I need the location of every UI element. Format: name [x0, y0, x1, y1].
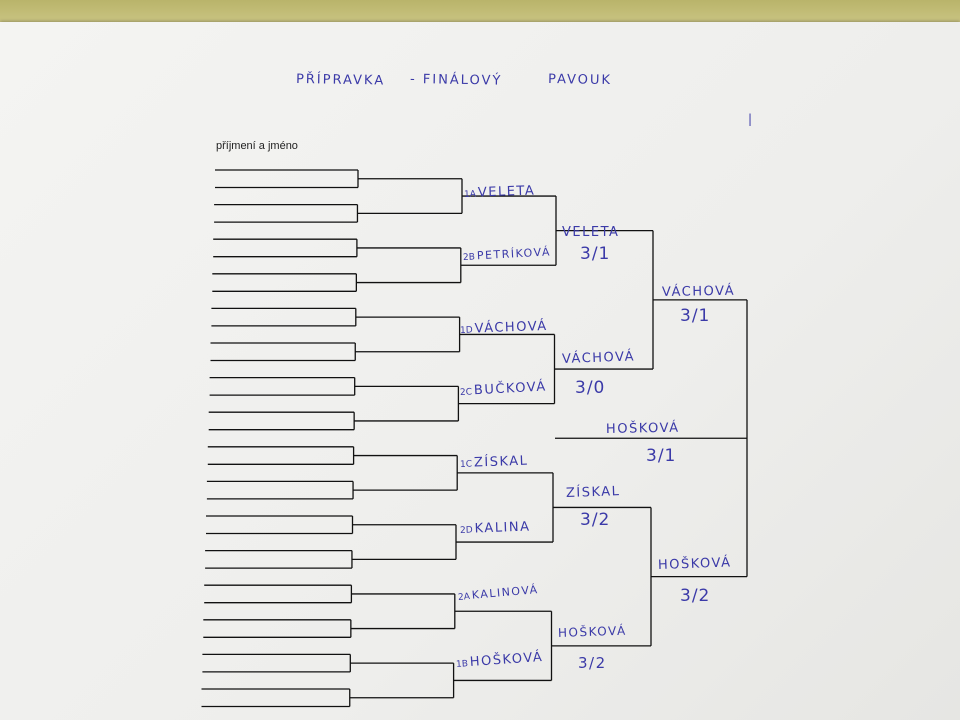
r1-seed-1: 1A [463, 189, 477, 200]
r1-seed-2: 2B [462, 252, 476, 263]
title-part-2: - FINÁLOVÝ [409, 72, 503, 89]
r1-seed-4: 2C [459, 387, 473, 398]
r2-score-1: 3/1 [580, 244, 611, 264]
r3-name-1: VÁCHOVÁ [661, 283, 736, 300]
r1-seed-7: 2A [457, 591, 471, 603]
r3-name-2: HOŠKOVÁ [657, 555, 732, 573]
r1-seed-8: 1B [455, 659, 469, 670]
r2-score-3: 3/2 [580, 510, 611, 530]
r2-name-1: VELETA [562, 225, 620, 240]
r2-name-2: VÁCHOVÁ [561, 349, 636, 367]
r3-score-1: 3/1 [680, 306, 711, 326]
r1-name-6: KALINA [474, 519, 531, 537]
final-score: 3/1 [646, 446, 677, 466]
column-header: příjmení a jméno [216, 140, 298, 152]
r1-name-1: VELETA [477, 183, 536, 201]
paper-sheet [0, 22, 960, 720]
final-winner-name: HOŠKOVÁ [605, 420, 680, 437]
r1-name-5: ZÍSKAL [473, 453, 529, 471]
r1-seed-5: 1C [459, 459, 473, 470]
r2-score-4: 3/2 [578, 654, 607, 672]
r1-seed-3: 1D [459, 325, 473, 336]
r3-score-2: 3/2 [680, 586, 711, 606]
r1-name-3: VÁCHOVÁ [474, 318, 548, 337]
r2-name-4: HOŠKOVÁ [557, 623, 627, 640]
pen-mark: | [748, 112, 754, 126]
r1-seed-6: 2D [459, 525, 473, 536]
r2-score-2: 3/0 [575, 378, 606, 398]
r2-name-3: ZÍSKAL [565, 484, 621, 501]
title-part-3: PAVOUK [547, 72, 613, 89]
title-part-1: PŘÍPRAVKA [295, 72, 386, 89]
